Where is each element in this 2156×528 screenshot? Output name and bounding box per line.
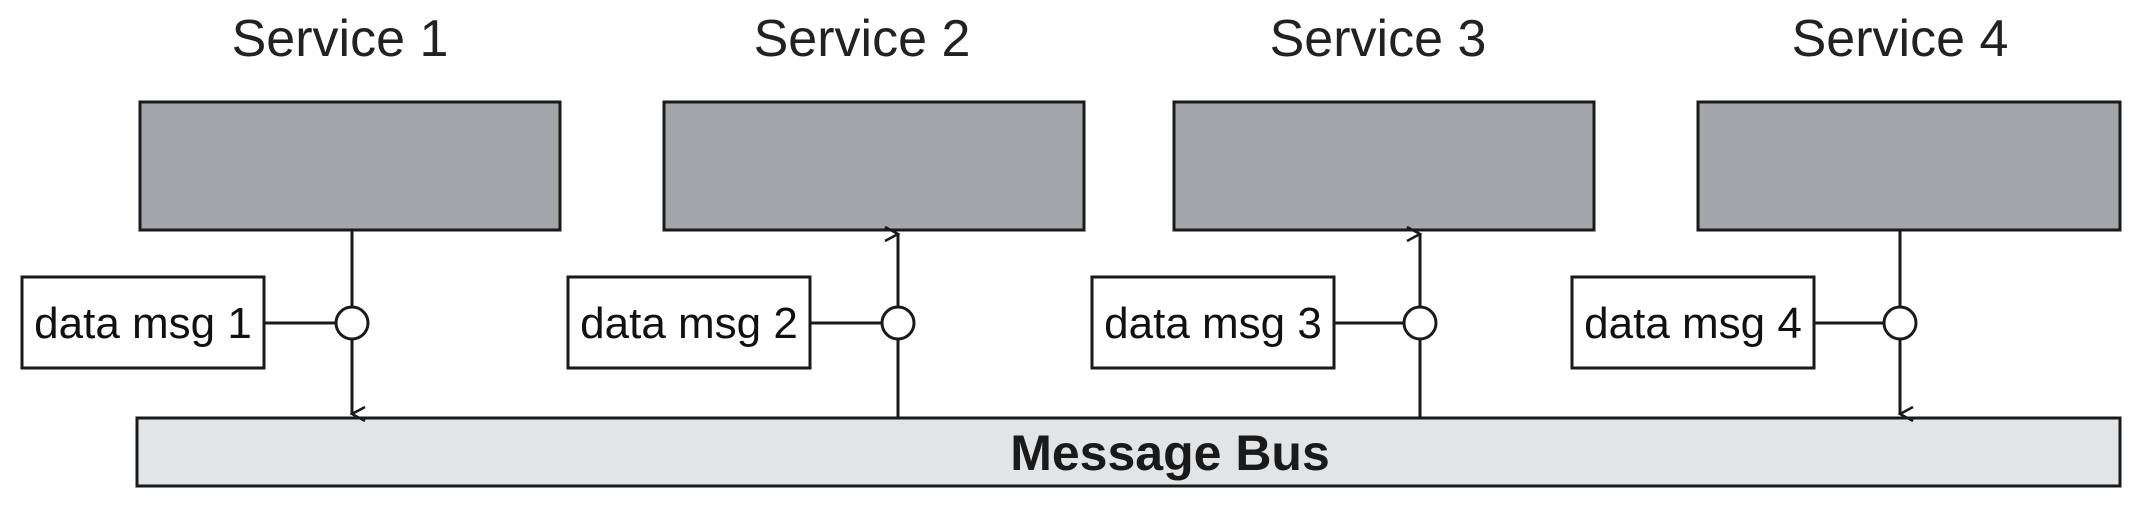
data-msg-4-box bbox=[1570, 275, 1816, 370]
service-4-group: Service 4 data msg 4 bbox=[1570, 10, 2122, 414]
data-msg-4-label: data msg 4 bbox=[1584, 299, 1802, 348]
data-msg-2-node bbox=[880, 305, 916, 341]
data-msg-4-node bbox=[1882, 305, 1918, 341]
service-4-box bbox=[1696, 100, 2122, 232]
message-bus-label: Message Bus bbox=[1010, 425, 1330, 481]
data-msg-1-box bbox=[20, 275, 266, 370]
data-msg-1-node bbox=[334, 305, 370, 341]
service-3-box bbox=[1172, 100, 1596, 232]
service-4-title: Service 4 bbox=[1792, 10, 2009, 68]
service-1-group: Service 1 data msg 1 bbox=[20, 10, 562, 414]
service-3-title: Service 3 bbox=[1270, 10, 1487, 68]
message-bus: Message Bus bbox=[135, 416, 2122, 488]
service-1-box bbox=[138, 100, 562, 232]
service-1-title: Service 1 bbox=[232, 10, 449, 68]
data-msg-1-label: data msg 1 bbox=[34, 299, 252, 348]
service-3-group: Service 3 data msg 3 bbox=[1090, 10, 1596, 418]
message-bus-bar bbox=[135, 416, 2122, 488]
data-msg-2-label: data msg 2 bbox=[580, 299, 798, 348]
data-msg-2-box bbox=[566, 275, 812, 370]
service-2-title: Service 2 bbox=[754, 10, 971, 68]
data-msg-3-label: data msg 3 bbox=[1104, 299, 1322, 348]
service-2-box bbox=[662, 100, 1086, 232]
service-2-group: Service 2 data msg 2 bbox=[566, 10, 1086, 418]
data-msg-3-node bbox=[1402, 305, 1438, 341]
